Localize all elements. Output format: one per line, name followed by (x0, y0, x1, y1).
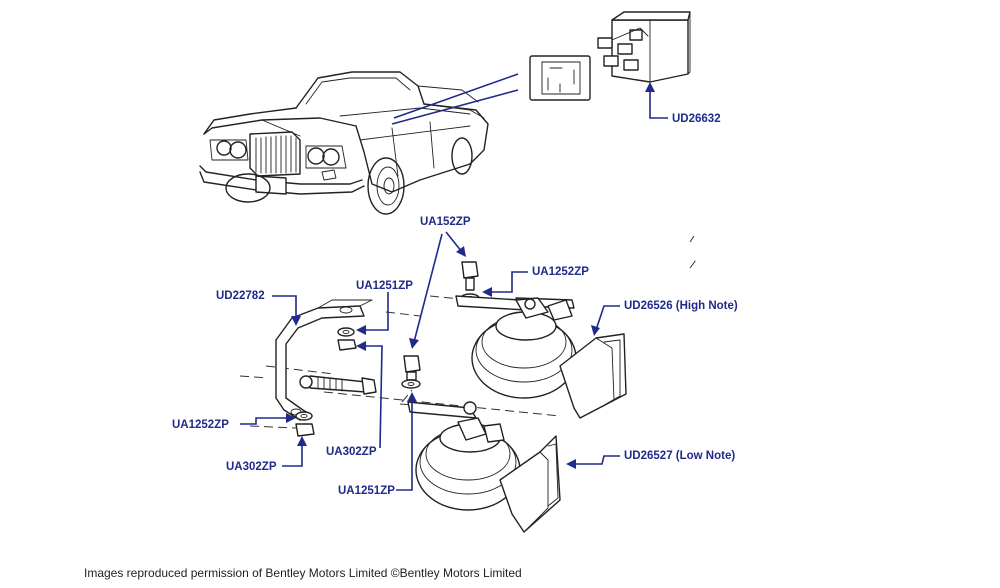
washer-bracket-callout[interactable]: UA1251ZP (356, 280, 413, 292)
nut-bracket-callout[interactable]: UA302ZP (326, 446, 377, 458)
washer-bottom-callout[interactable]: UA1251ZP (338, 485, 395, 497)
low-note-horn-callout[interactable]: UD26527 (Low Note) (624, 450, 736, 462)
relay-callout[interactable]: UD26632 (672, 113, 721, 125)
relay-base-illustration (529, 55, 591, 101)
washer-top-callout[interactable]: UA1252ZP (532, 266, 589, 278)
bolt-top-callout[interactable]: UA152ZP (420, 216, 471, 228)
bracket-callout[interactable]: UD22782 (216, 290, 265, 302)
high-note-horn-illustration (455, 295, 627, 419)
washer-left-callout[interactable]: UA1252ZP (172, 419, 229, 431)
bolt-middle-illustration (401, 355, 421, 389)
relay-location-line-2 (391, 89, 519, 125)
bracket-illustration (275, 299, 377, 437)
low-note-horn-illustration (407, 401, 561, 533)
image-credit: Images reproduced permission of Bentley … (84, 566, 522, 580)
car-illustration (199, 71, 489, 215)
callout-leader-lines (240, 82, 668, 491)
relay-illustration (597, 11, 691, 83)
relay-location-line-1 (393, 73, 519, 119)
nut-left-callout[interactable]: UA302ZP (226, 461, 277, 473)
high-note-horn-callout[interactable]: UD26526 (High Note) (624, 300, 738, 312)
